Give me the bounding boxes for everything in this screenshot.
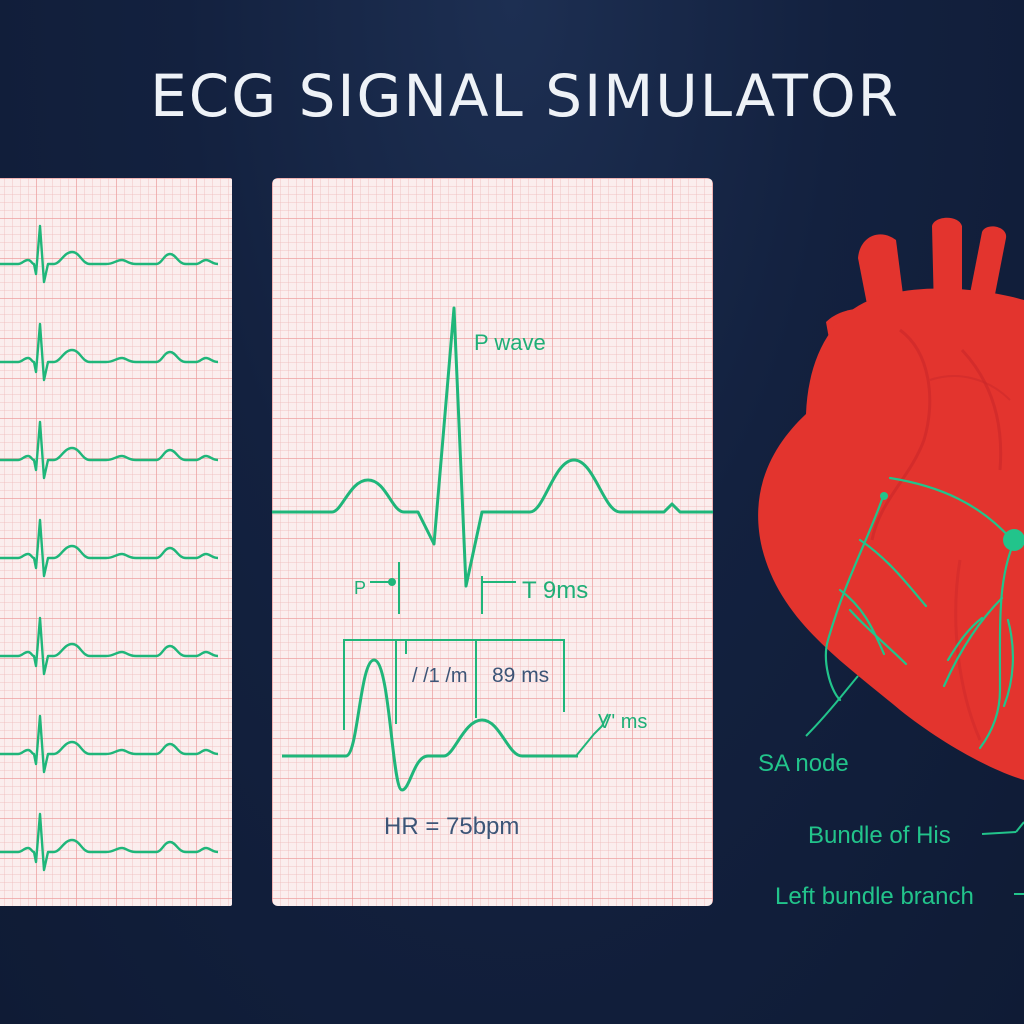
rhythm-strips-canvas bbox=[0, 224, 219, 872]
interval-c-label: V' ms bbox=[598, 711, 647, 733]
bundle-of-his-leader-tail bbox=[1015, 821, 1024, 833]
main-ecg-trace bbox=[272, 306, 713, 588]
rhythm-strip-panel bbox=[0, 178, 232, 906]
annotated-beat-panel: P wave P T 9ms / /1 /m 89 ms V' ms HR = … bbox=[272, 178, 713, 906]
annotated-beat-canvas: P wave P T 9ms / /1 /m 89 ms V' ms HR = … bbox=[272, 306, 713, 840]
bundle-of-his-leader bbox=[981, 831, 1017, 835]
rhythm-strip-5 bbox=[0, 616, 219, 676]
interval-b-label: 89 ms bbox=[492, 664, 549, 687]
interval-bracket bbox=[343, 639, 565, 730]
rhythm-strip-2 bbox=[0, 322, 219, 382]
page-title: ECG SIGNAL SIMULATOR bbox=[150, 62, 900, 130]
secondary-ecg-trace bbox=[282, 658, 578, 792]
rhythm-strip-6 bbox=[0, 714, 219, 774]
rhythm-strip-7 bbox=[0, 812, 219, 872]
heart-rate-readout: HR = 75bpm bbox=[384, 813, 519, 840]
rhythm-strip-4 bbox=[0, 518, 219, 578]
conduction-pathways bbox=[824, 476, 1016, 750]
t-interval-label: T 9ms bbox=[522, 577, 588, 604]
peak-label: P wave bbox=[474, 330, 546, 355]
rhythm-strip-1 bbox=[0, 224, 219, 284]
sa-node-leader bbox=[805, 675, 859, 737]
rhythm-strip-3 bbox=[0, 420, 219, 480]
interval-c-pointer bbox=[575, 713, 609, 757]
heart-illustration bbox=[758, 217, 1024, 780]
interval-a-label: / /1 /m bbox=[412, 665, 468, 687]
p-marker-label: P bbox=[354, 578, 366, 598]
sa-node-marker bbox=[1003, 529, 1024, 551]
bundle-of-his-label: Bundle of His bbox=[808, 822, 951, 849]
p-marker-dot bbox=[388, 578, 396, 586]
left-bundle-branch-label: Left bundle branch bbox=[775, 883, 974, 910]
sa-node-label: SA node bbox=[758, 750, 849, 777]
